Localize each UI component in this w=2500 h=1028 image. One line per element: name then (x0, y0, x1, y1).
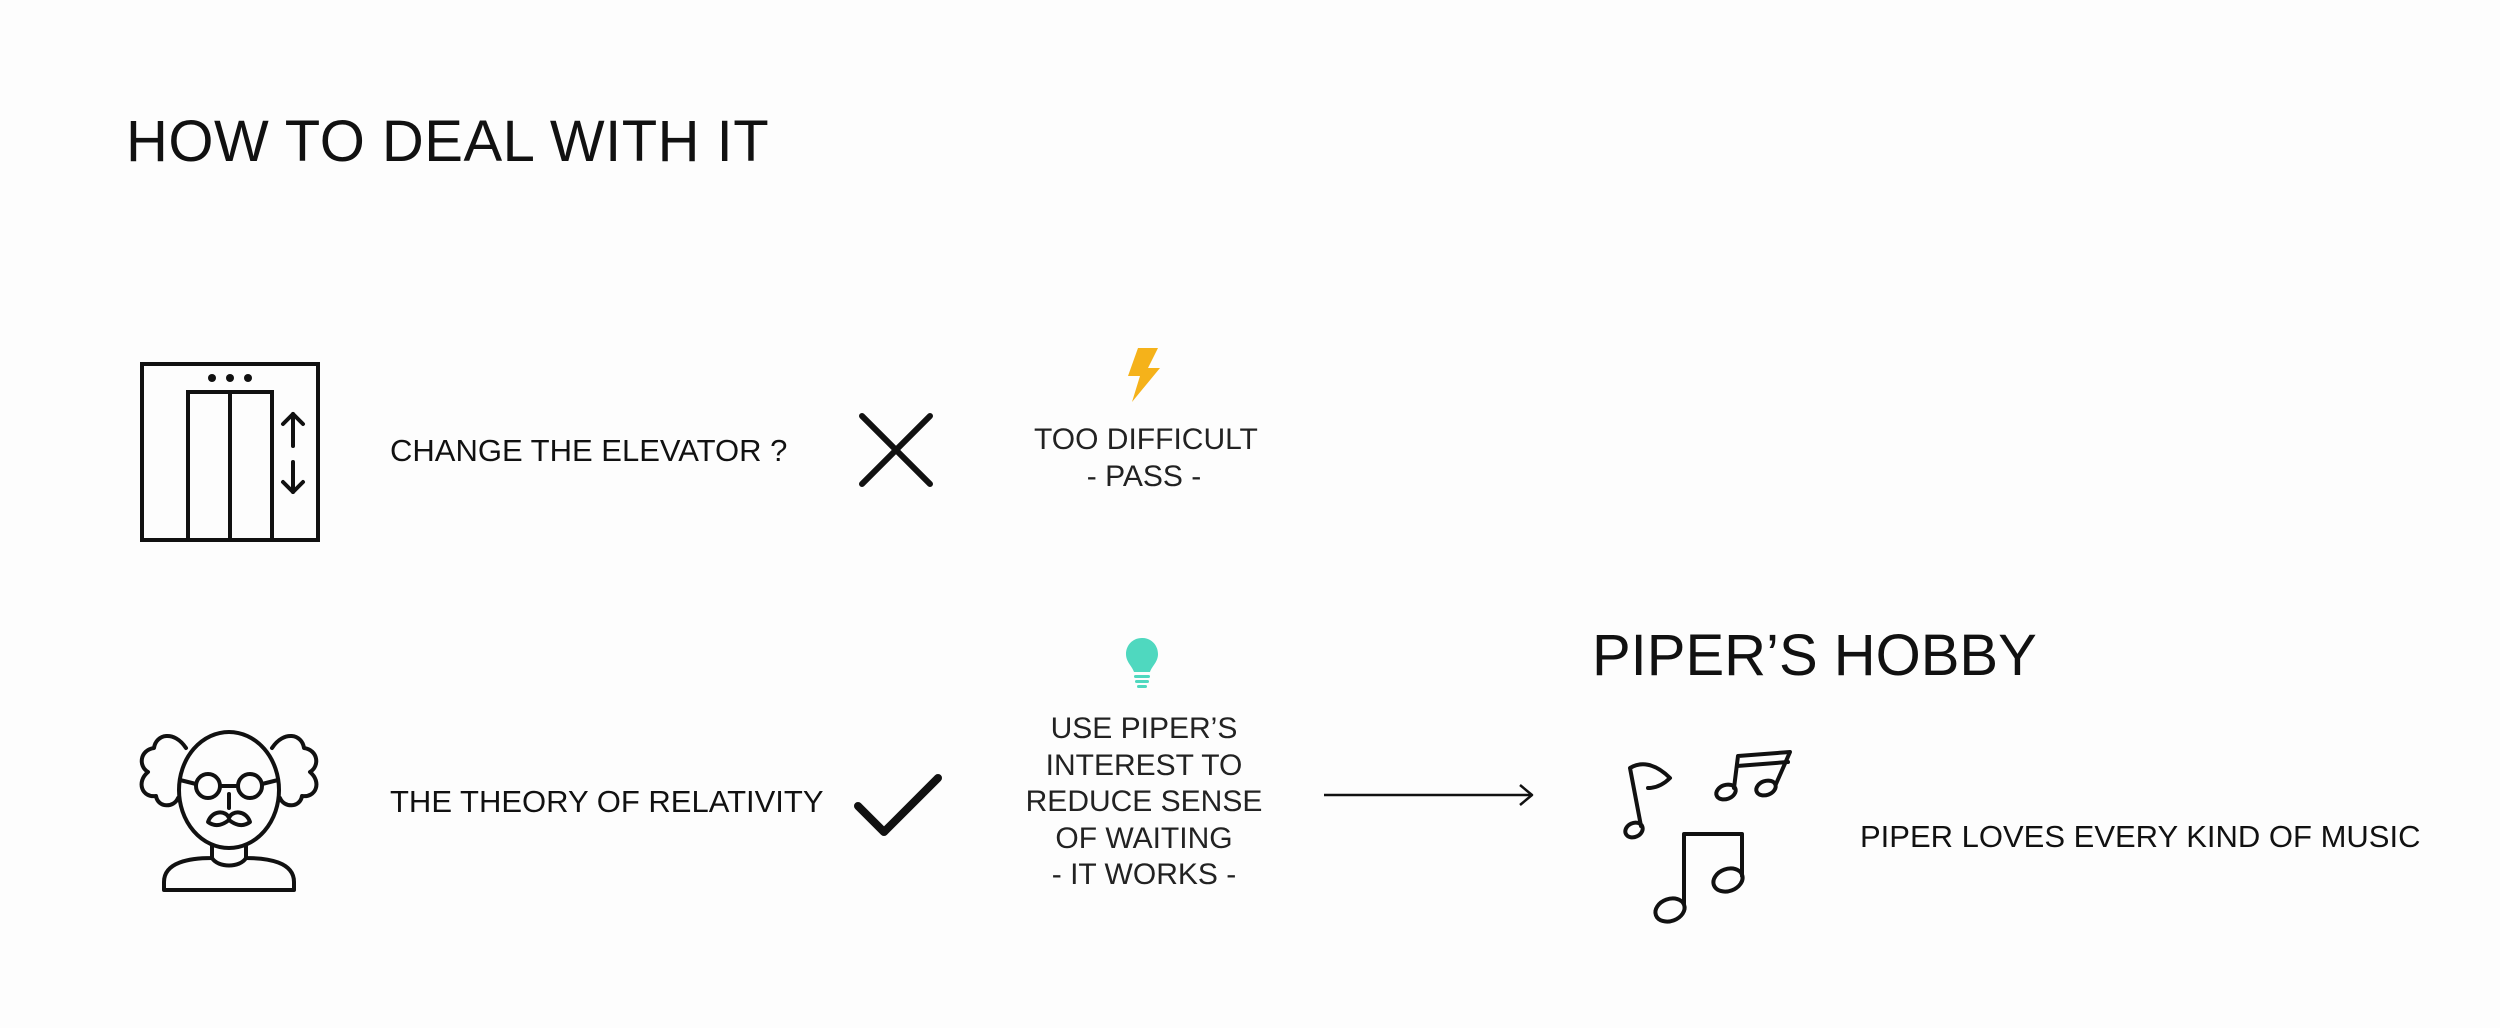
music-notes-icon (1623, 750, 1792, 924)
page-title: HOW TO DEAL WITH IT (126, 109, 770, 174)
lightning-icon (1128, 348, 1160, 402)
elevator-icon (140, 362, 320, 542)
note-relativity: USE PIPER’S INTEREST TO REDUCE SENSE OF … (1024, 711, 1264, 894)
note-line: USE PIPER’S (1050, 712, 1238, 745)
hobby-title: PIPER’S HOBBY (1592, 623, 2037, 688)
checkmark-icon (854, 774, 942, 836)
note-elevator: TOO DIFFICULT - PASS - (1034, 422, 1258, 495)
einstein-icon (139, 730, 319, 892)
note-line: OF WAITING (1055, 821, 1233, 855)
note-line: - IT WORKS - (1051, 858, 1237, 891)
row-label-relativity: THE THEORY OF RELATIVITY (390, 784, 824, 819)
lightbulb-icon (1126, 638, 1158, 688)
note-line: - PASS - (1086, 459, 1202, 493)
note-line: REDUCE SENSE (1025, 785, 1263, 818)
note-line: INTEREST TO (1045, 748, 1243, 782)
arrow-right-icon (1324, 784, 1534, 806)
hobby-text: PIPER LOVES EVERY KIND OF MUSIC (1860, 819, 2421, 854)
cross-icon (859, 413, 933, 487)
row-label-elevator: CHANGE THE ELEVATOR ? (390, 433, 788, 468)
note-line: TOO DIFFICULT (1034, 423, 1258, 456)
